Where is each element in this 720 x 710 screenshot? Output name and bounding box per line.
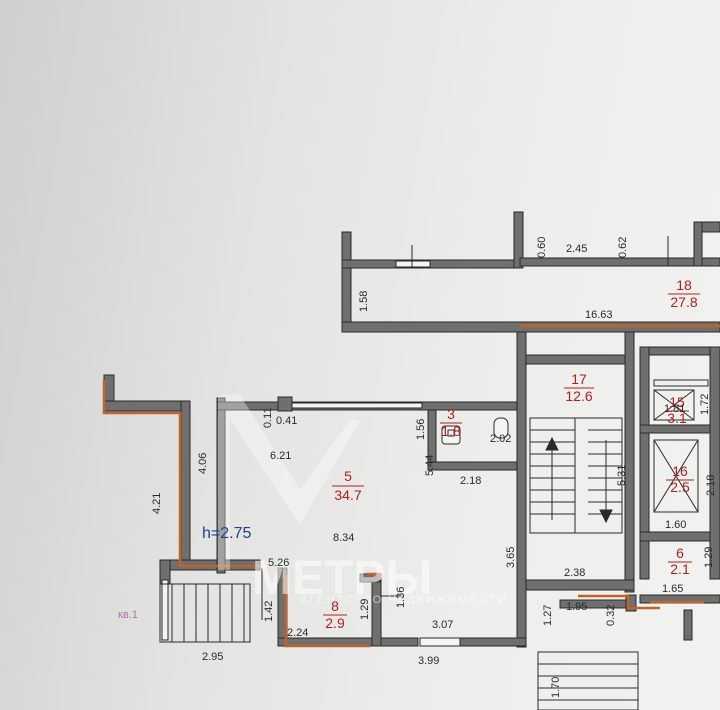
dim-label: 5.31 (616, 465, 628, 486)
main-stairs (529, 417, 623, 534)
dim-label: 2.24 (287, 627, 308, 639)
dim-label: 1.56 (415, 419, 427, 440)
dim-label: 0.62 (617, 237, 629, 258)
bathroom-fixtures (441, 417, 509, 445)
room-17-number: 17 (571, 371, 587, 387)
dim-label: 0.41 (276, 415, 297, 427)
dim-label: 3.07 (432, 619, 453, 631)
dim-label: 1.65 (662, 583, 683, 595)
room-3-area: 1.8 (441, 423, 461, 439)
dim-label: 1.95 (566, 601, 587, 613)
room-6-number: 6 (676, 545, 684, 561)
room-18-area: 27.8 (670, 294, 697, 310)
dim-label: 3.65 (505, 547, 517, 568)
dim-label: 1.36 (395, 587, 407, 608)
dim-label: 8.34 (333, 532, 354, 544)
doors (261, 236, 669, 620)
elevator-shafts (653, 379, 709, 513)
room-16-area: 2.5 (670, 479, 690, 495)
windows (161, 260, 461, 647)
dim-label: 1.72 (699, 394, 711, 415)
dim-label: 1.29 (703, 547, 715, 568)
watermark: МЕТРЫ АГЕНТСТВО НЕДВИЖИМОСТИ (218, 395, 508, 606)
watermark-tagline: АГЕНТСТВО НЕДВИЖИМОСТИ (300, 594, 508, 606)
apartment-label: кв.1 (118, 609, 138, 621)
dim-label: 0.32 (605, 605, 617, 626)
dimension-labels: 0.60 2.45 0.62 1.58 16.63 1.72 0.11 0.41… (151, 237, 717, 698)
room-5-area: 34.7 (334, 487, 361, 503)
dim-label: 5.26 (268, 557, 289, 569)
bottom-stairs (537, 651, 639, 710)
room-17-area: 12.6 (565, 388, 592, 404)
dim-label: 2.95 (202, 651, 223, 663)
dim-label: 3.99 (418, 655, 439, 667)
dim-label: 6.21 (270, 450, 291, 462)
dim-label: 1.60 (665, 519, 686, 531)
dim-label: 16.63 (585, 309, 613, 321)
dim-label: 1.81 (664, 403, 685, 415)
dim-label: 2.18 (705, 475, 717, 496)
dim-label: 2.45 (566, 243, 587, 255)
dim-label: 5.44 (424, 455, 436, 476)
dim-label: 4.21 (151, 493, 163, 514)
outer-wall-accents (102, 324, 720, 648)
dim-label: 0.11 (262, 407, 274, 428)
dim-label: 2.18 (460, 475, 481, 487)
ceiling-height: h=2.75 (202, 525, 251, 542)
dim-label: 2.38 (564, 567, 585, 579)
room-16-number: 16 (672, 463, 688, 479)
dim-label: 1.27 (542, 605, 554, 626)
room-6-area: 2.1 (670, 561, 690, 577)
dim-label: 4.06 (197, 453, 209, 474)
room-3-number: 3 (447, 406, 455, 422)
room-18-number: 18 (676, 277, 692, 293)
room-15-number: 15 (669, 394, 685, 410)
watermark-brand: МЕТРЫ (252, 552, 432, 605)
dim-label: 1.42 (263, 601, 275, 622)
room-8-area: 2.9 (325, 615, 345, 631)
dim-label: 0.60 (536, 237, 548, 258)
dim-label: 1.70 (550, 677, 562, 698)
dim-label: 2.02 (490, 433, 511, 445)
walls (103, 211, 720, 648)
room-15-area: 3.1 (667, 410, 687, 426)
room-5-number: 5 (344, 468, 352, 484)
left-stairs (159, 583, 251, 643)
dim-label: 1.29 (359, 599, 371, 620)
dim-label: 1.58 (358, 291, 370, 312)
room-labels: 5 34.7 3 1.8 8 2.9 17 12.6 18 27.8 15 3.… (323, 277, 700, 631)
room-8-number: 8 (331, 598, 339, 614)
